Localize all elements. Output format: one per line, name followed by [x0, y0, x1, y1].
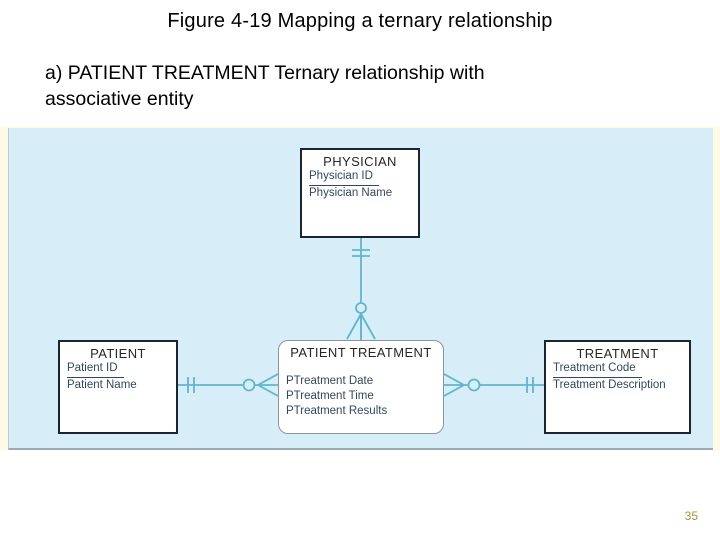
attribute-treatment-description: Treatment Description [553, 379, 666, 391]
entity-treatment: TREATMENT Treatment Code Treatment Descr… [544, 340, 691, 434]
treatment-optional-circle-icon [467, 378, 481, 392]
attribute-treatment-code: Treatment Code [546, 361, 689, 378]
attribute-patient-id: Patient ID [60, 361, 176, 378]
page-number: 35 [684, 509, 698, 523]
attribute-ptreatment-results: PTreatment Results [286, 405, 388, 417]
entity-physician-title: PHYSICIAN [323, 154, 397, 169]
spacer [279, 360, 443, 374]
entity-patient-treatment: PATIENT TREATMENT PTreatment Date PTreat… [278, 340, 444, 434]
physician-mandatory-one-ticks [352, 249, 370, 257]
entity-treatment-title: TREATMENT [576, 346, 659, 361]
entity-physician: PHYSICIAN Physician ID Physician Name [300, 148, 420, 238]
er-diagram-panel: PHYSICIAN Physician ID Physician Name PA… [8, 128, 713, 450]
entity-patient: PATIENT Patient ID Patient Name [58, 340, 178, 434]
attribute-ptreatment-time: PTreatment Time [286, 390, 374, 402]
physician-crows-foot-icon [346, 313, 376, 340]
figure-margin: PHYSICIAN Physician ID Physician Name PA… [0, 126, 720, 450]
entity-patient-treatment-title: PATIENT TREATMENT [290, 345, 432, 360]
attribute-physician-name: Physician Name [309, 187, 393, 199]
entity-patient-title: PATIENT [90, 346, 146, 361]
patient-mandatory-one-ticks [187, 377, 195, 393]
slide-title: Figure 4-19 Mapping a ternary relationsh… [167, 10, 553, 32]
attribute-physician-id: Physician ID [302, 169, 418, 186]
slide-subtitle: a) PATIENT TREATMENT Ternary relationshi… [45, 62, 485, 110]
physician-optional-circle-icon [355, 302, 367, 314]
attribute-ptreatment-date: PTreatment Date [286, 375, 374, 387]
relationship-connectors [178, 238, 544, 397]
patient-optional-circle-icon [242, 378, 256, 392]
patient-crows-foot-icon [257, 373, 279, 397]
treatment-crows-foot-icon [443, 373, 465, 397]
treatment-mandatory-one-ticks [526, 377, 534, 393]
attribute-patient-name: Patient Name [67, 379, 137, 391]
